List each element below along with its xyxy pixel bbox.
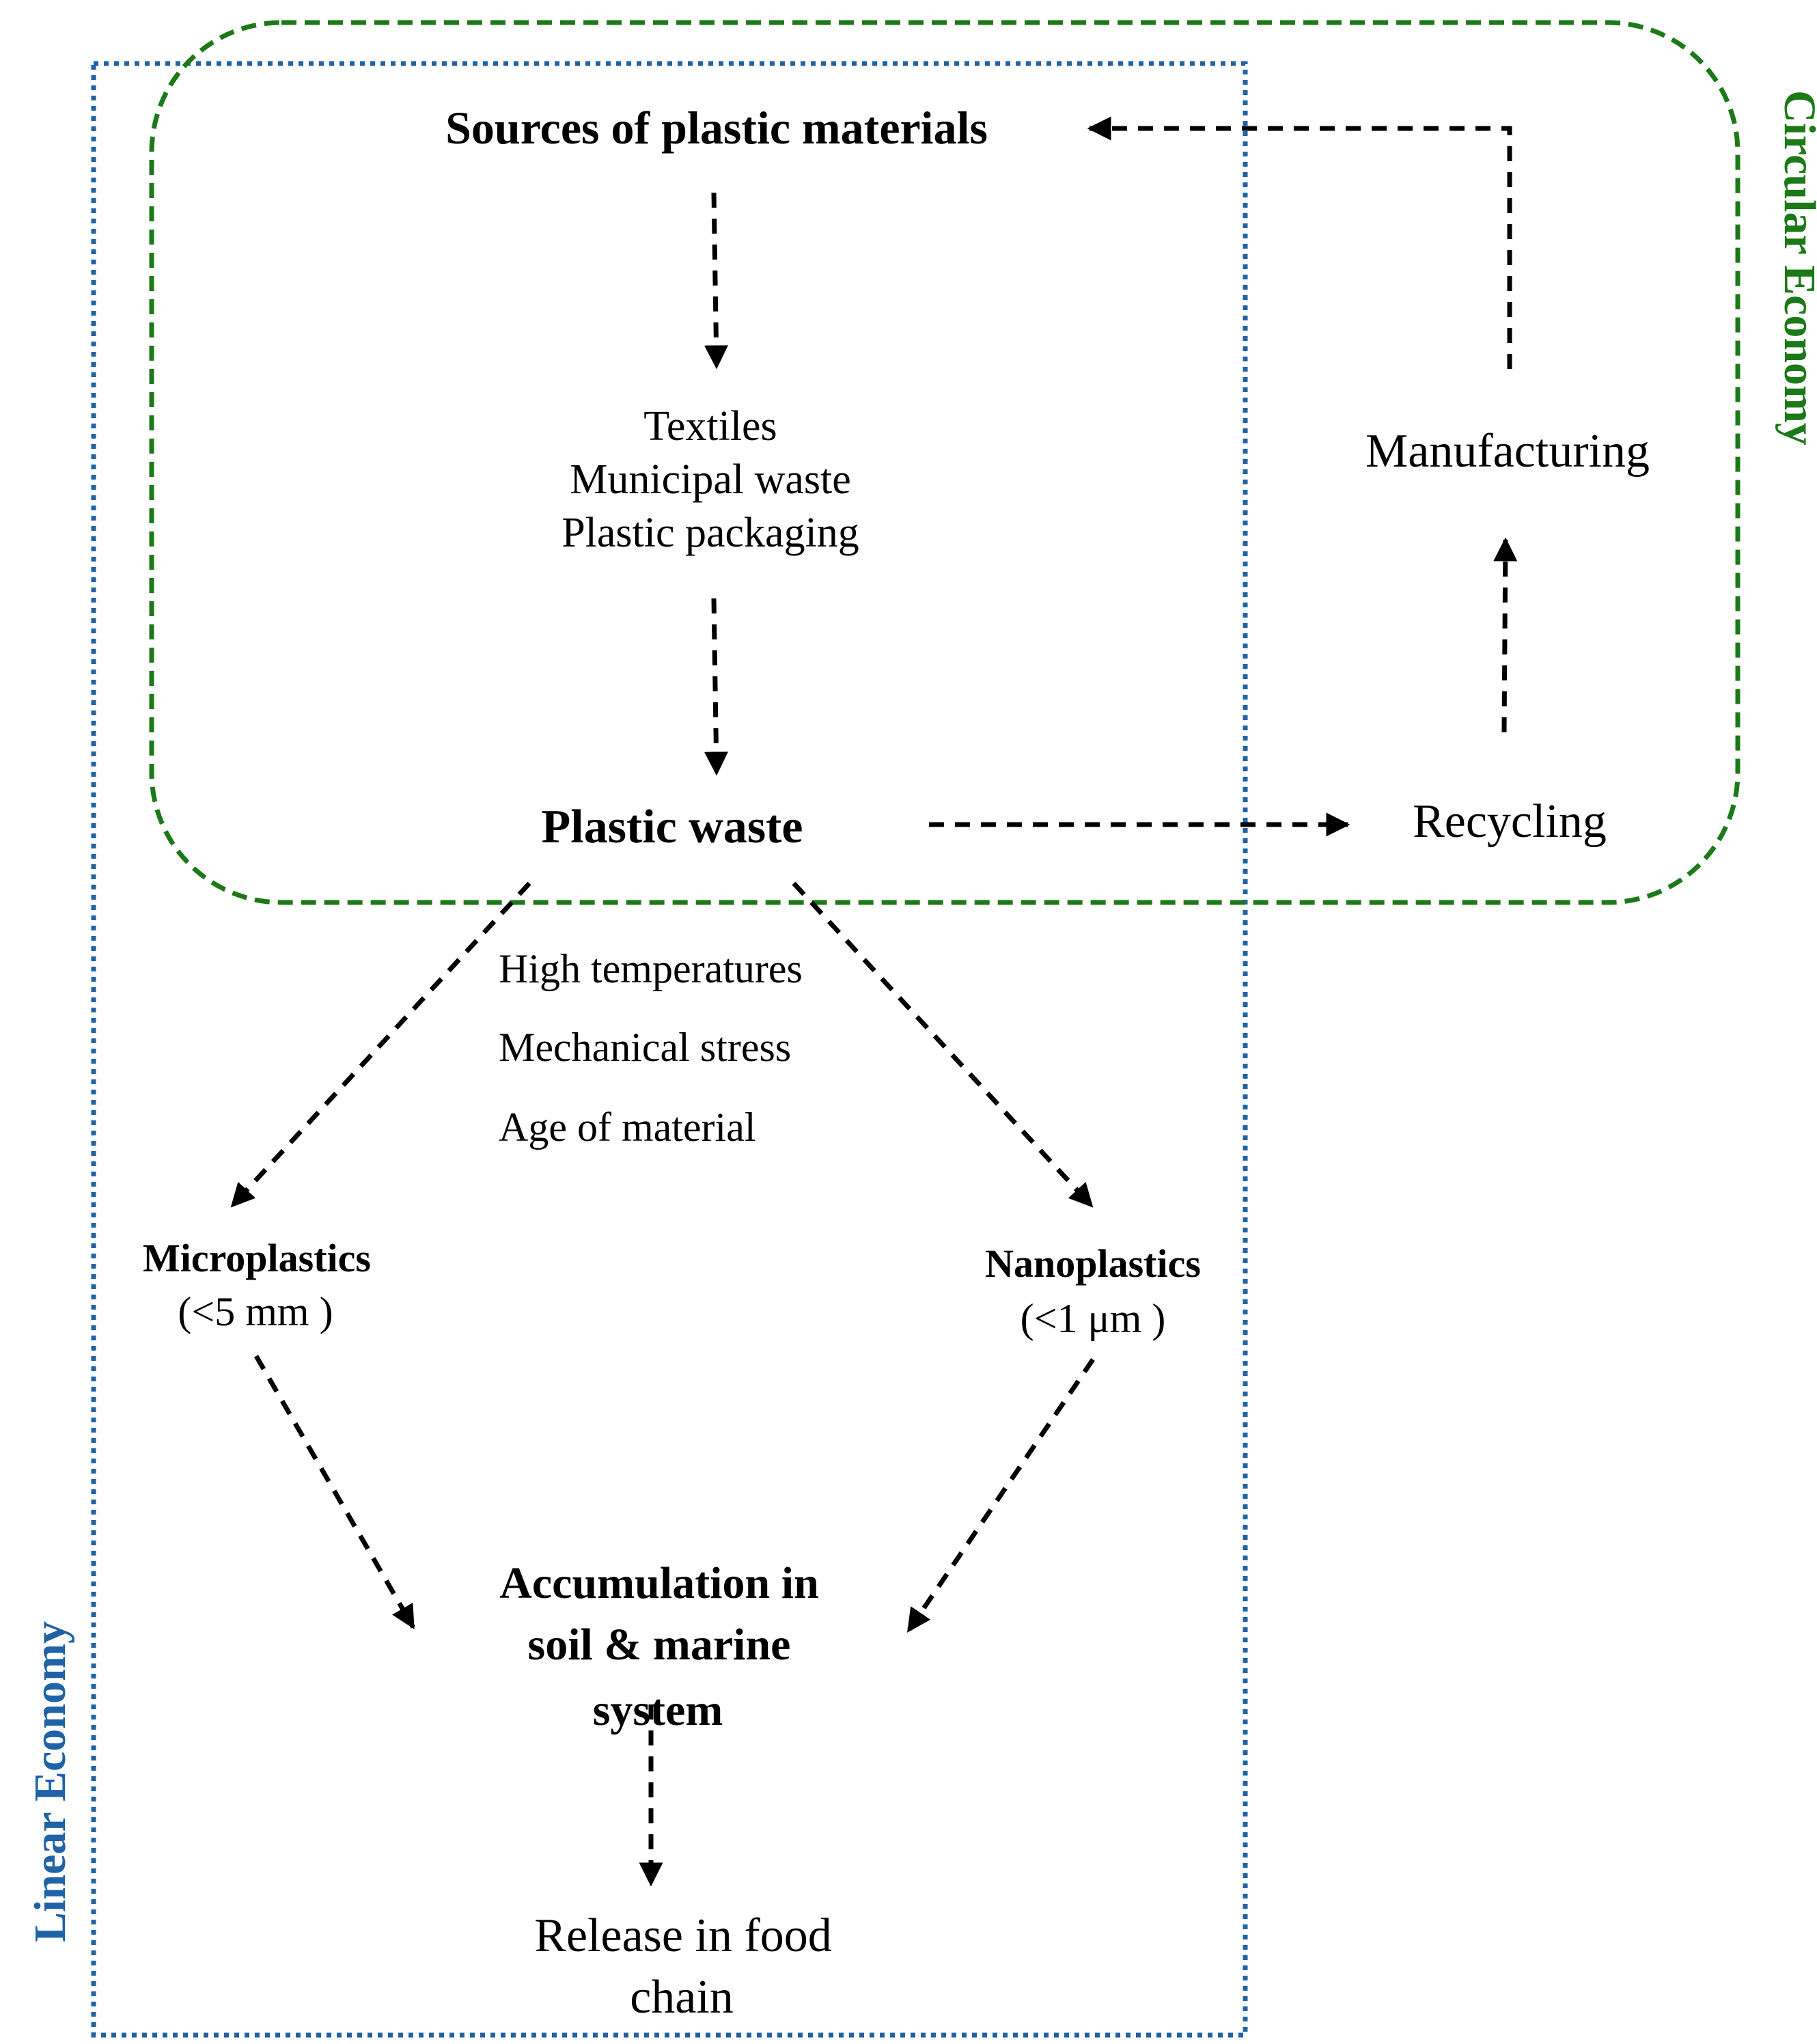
node-plastic-waste: Plastic waste (541, 801, 803, 853)
node-municipal-waste: Municipal waste (570, 456, 851, 503)
arrow-manufacturing-to-sources (1087, 116, 1512, 369)
node-nanoplastics: Nanoplastics (985, 1241, 1201, 1286)
node-plastic-packaging: Plastic packaging (561, 510, 859, 556)
node-sources: Sources of plastic materials (445, 102, 988, 154)
node-manufacturing: Manufacturing (1365, 425, 1650, 478)
node-microplastics-size: (<5 mm ) (178, 1289, 333, 1334)
node-release-line1: Release in food (534, 1909, 832, 1962)
linear-economy-label: Linear Economy (25, 1621, 75, 1942)
node-microplastics: Microplastics (143, 1236, 371, 1280)
node-accumulation-line3: system (592, 1685, 723, 1735)
circular-economy-boundary (149, 20, 1740, 905)
arrow-sources-to-types (704, 192, 729, 370)
circular-economy-label: Circular Economy (1775, 90, 1817, 446)
arrow-nanoplastics-to-accumulation (906, 1358, 1095, 1633)
node-nanoplastics-size: (<1 μm ) (1020, 1296, 1166, 1341)
arrow-waste-to-nanoplastics (792, 881, 1094, 1208)
factor-age-of-material: Age of material (499, 1105, 756, 1150)
arrow-waste-to-microplastics (230, 881, 531, 1208)
factor-high-temperatures: High temperatures (499, 946, 803, 991)
arrow-microplastics-to-accumulation (253, 1355, 416, 1630)
arrow-types-to-waste (704, 598, 729, 776)
node-recycling: Recycling (1413, 795, 1607, 848)
node-accumulation-line2: soil & marine (527, 1620, 791, 1670)
node-release-line2: chain (630, 1971, 734, 2024)
linear-economy-boundary (91, 61, 1248, 2038)
node-textiles: Textiles (643, 403, 777, 450)
arrow-recycling-to-manufacturing (1493, 537, 1518, 733)
node-accumulation-line1: Accumulation in (499, 1558, 819, 1608)
factor-mechanical-stress: Mechanical stress (499, 1025, 792, 1070)
